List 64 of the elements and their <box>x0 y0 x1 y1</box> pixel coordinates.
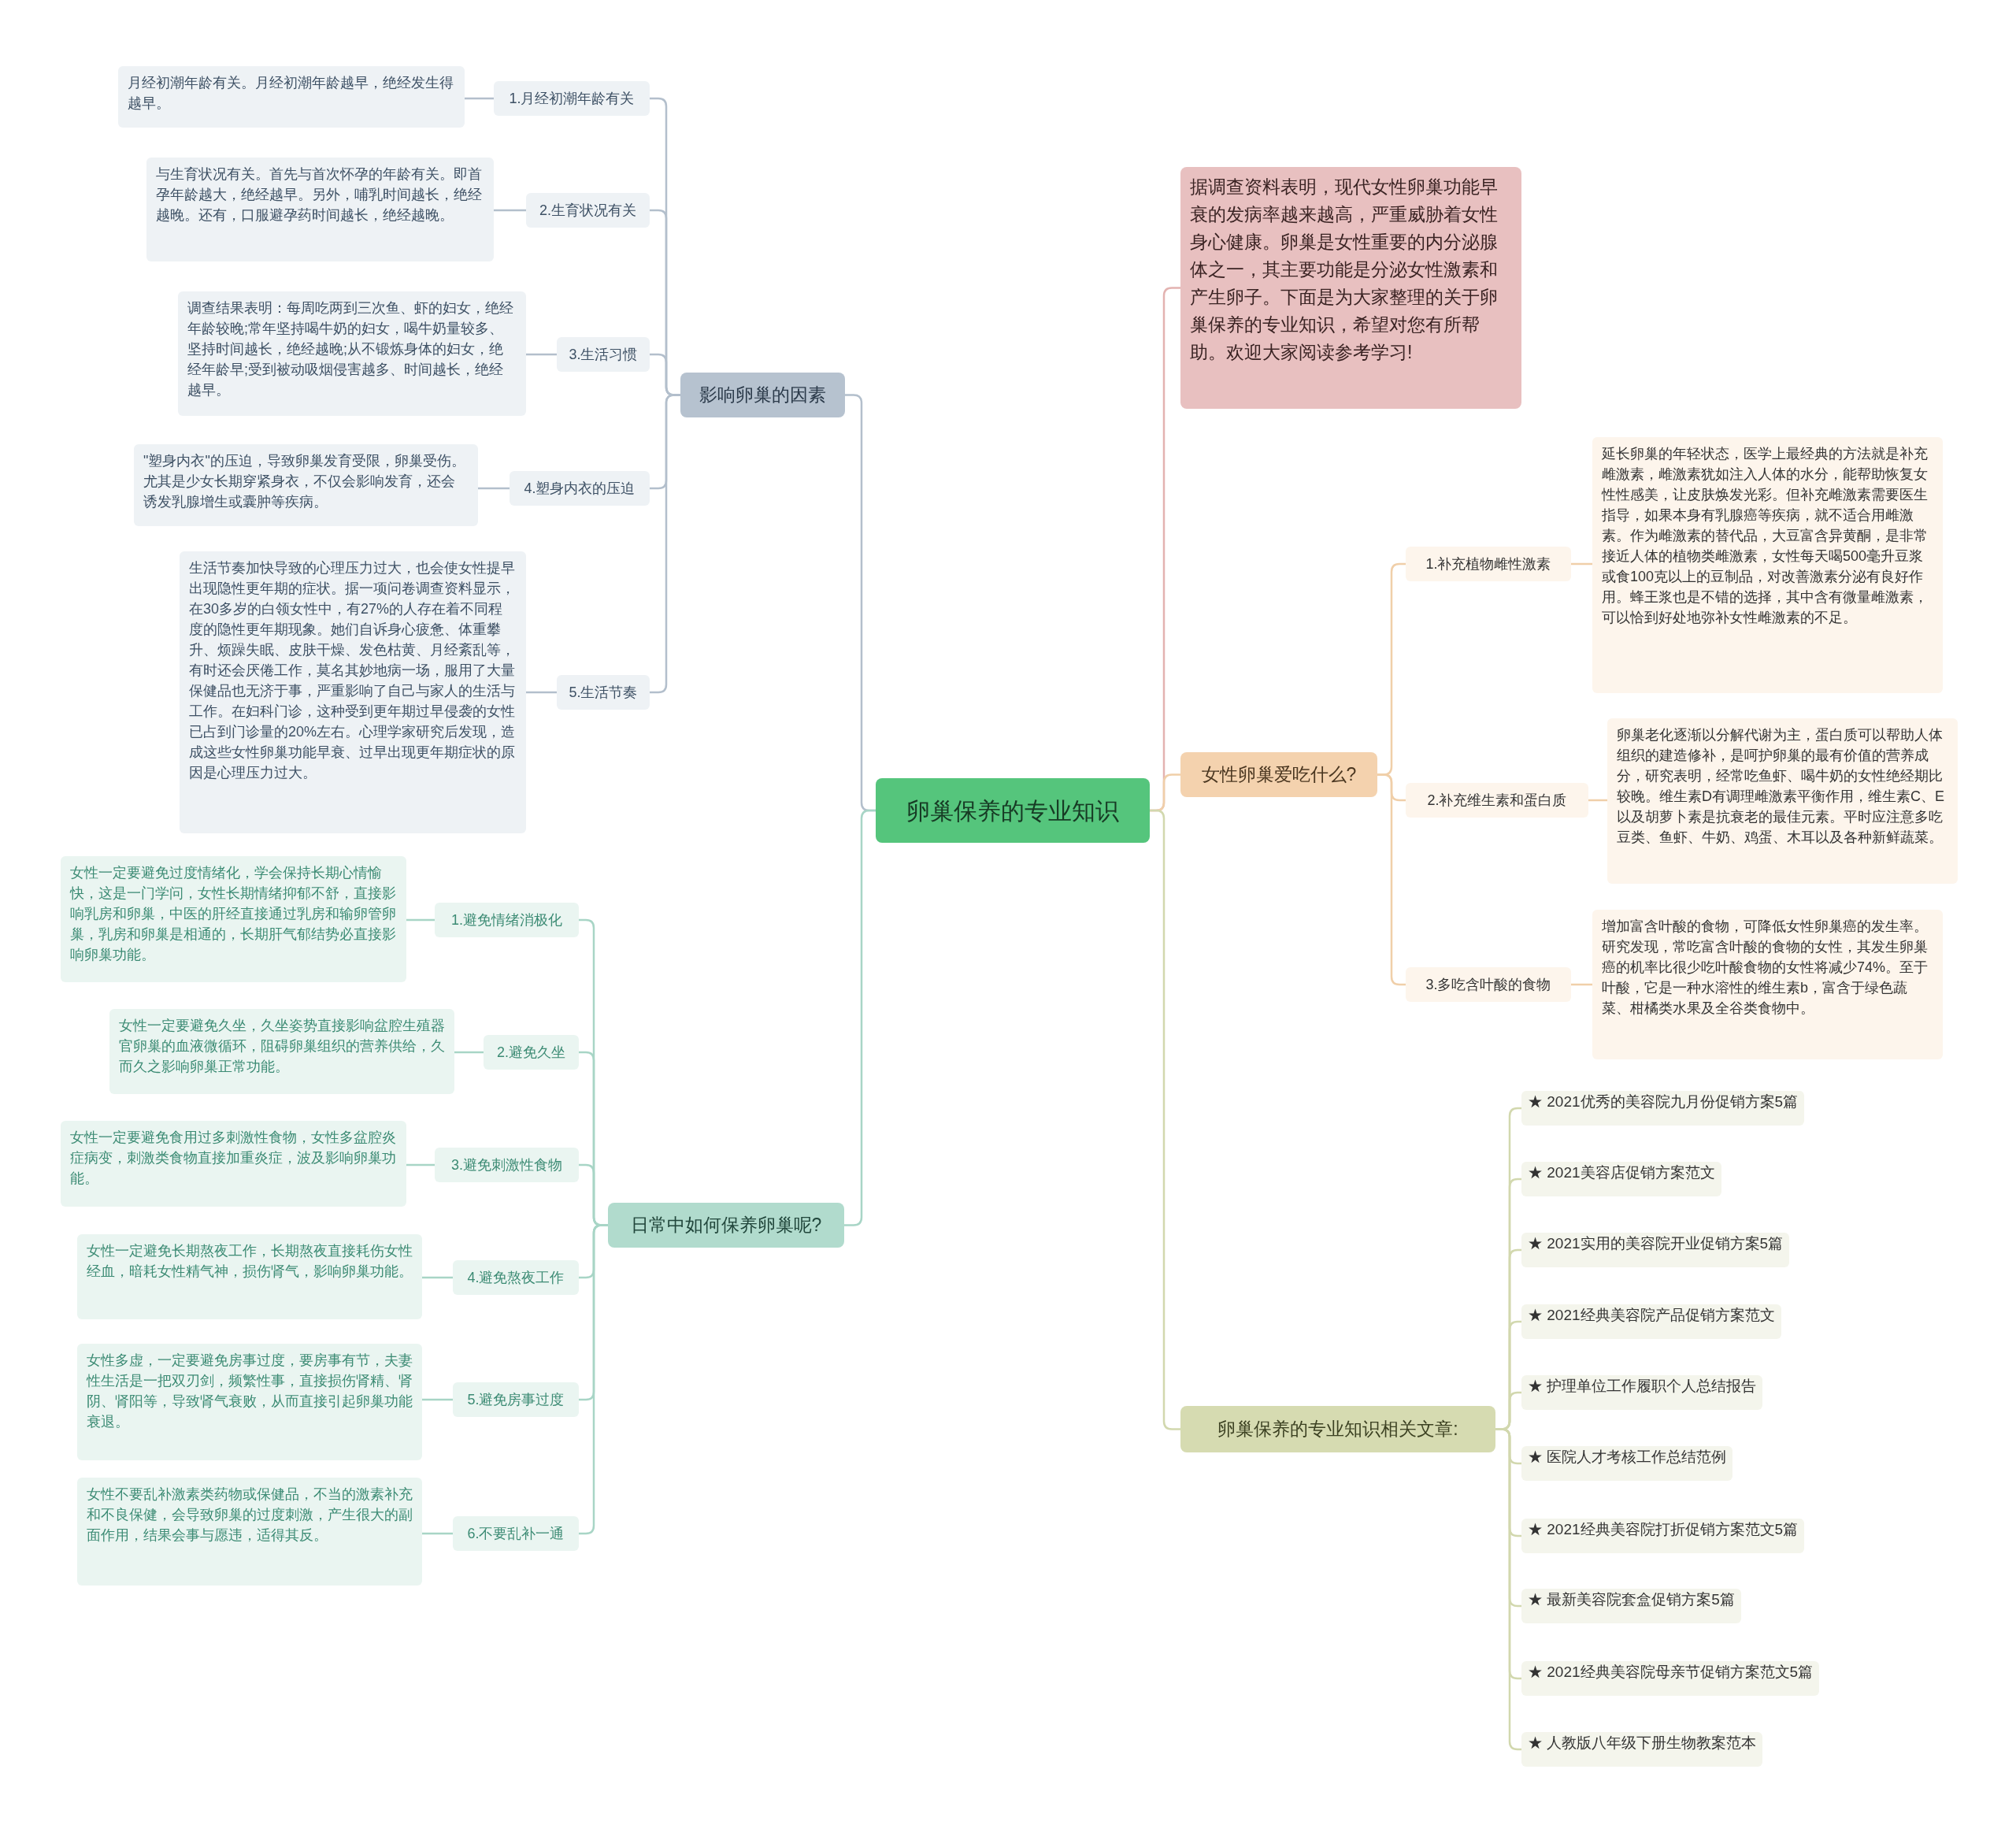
note-card: 与生育状况有关。首先与首次怀孕的年龄有关。即首孕年龄越大，绝经越早。另外，哺乳时间越长，绝经越晚。还有，口服避孕药时间越长，绝经越晚。 <box>146 158 494 261</box>
subtopic-label: 2.补充维生素和蛋白质 <box>1406 783 1588 818</box>
connector-line <box>844 809 876 1226</box>
note-card: 女性不要乱补激素类药物或保健品，不当的激素补充和不良保健，会导致卵巢的过度刺激，产生很大的副面作用，结果会事与愿违，适得其反。 <box>77 1478 422 1586</box>
subtopic-label: 4.避免熬夜工作 <box>453 1260 579 1295</box>
article-link-item: ★ 2021经典美容院母亲节促销方案范文5篇 <box>1521 1661 1820 1696</box>
article-link-item: ★ 2021经典美容院产品促销方案范文 <box>1521 1304 1781 1339</box>
subtopic-label: 5.生活节奏 <box>557 675 650 710</box>
note-card: 月经初潮年龄有关。月经初潮年龄越早，绝经发生得越早。 <box>118 66 465 128</box>
subtopic-label: 3.多吃含叶酸的食物 <box>1406 967 1571 1002</box>
article-link-item: ★ 2021经典美容院打折促销方案范文5篇 <box>1521 1519 1805 1553</box>
connector-line <box>465 97 494 100</box>
intro-card: 据调查资料表明，现代女性卵巢功能早衰的发病率越来越高，严重威胁着女性身心健康。卵巢是女性重要的内分泌腺体之一，其主要功能是分泌女性激素和产生卵子。下面是为大家整理的关于卵巢保养的专业知识，希望对您有所帮助。欢迎大家阅读参考学习! <box>1180 167 1521 409</box>
subtopic-label: 6.不要乱补一通 <box>453 1516 579 1551</box>
note-card: 延长卵巢的年轻状态，医学上最经典的方法就是补充雌激素，雌激素犹如注入人体的水分，能帮助恢复女性性感美，让皮肤焕发光彩。但补充雌激素需要医生指导，如果本身有乳腺癌等疾病，就不适合用雌激素。作为雌激素的替代品，大豆富含异黄酮，是非常接近人体的植物类雌激素，女性每天喝500毫升豆浆或食100克以上的豆制品，对改善激素分泌有良好作用。蜂王浆也是不错的选择，其中含有微量雌激素，可以恰到好处地弥补女性雌激素的不足。 <box>1592 437 1943 693</box>
article-link-item: ★ 2021实用的美容院开业促销方案5篇 <box>1521 1233 1790 1267</box>
connector-line <box>1495 1428 1521 1751</box>
note-card: 女性一定要避免食用过多刺激性食物，女性多盆腔炎症病变，刺激类食物直接加重炎症，波及影响卵巢功能。 <box>61 1121 406 1207</box>
note-card: 女性一定避免长期熬夜工作，长期熬夜直接耗伤女性经血，暗耗女性精气神，损伤肾气，影响卵巢功能。 <box>77 1234 422 1319</box>
subtopic-label: 4.塑身内衣的压迫 <box>510 471 650 506</box>
subtopic-label: 3.生活习惯 <box>557 337 650 372</box>
note-card: 女性多虚，一定要避免房事过度，要房事有节，夫妻性生活是一把双刃剑，频繁性事，直接损伤肾精、肾阴、肾阳等，导致肾气衰败，从而直接引起卵巢功能衰退。 <box>77 1344 422 1460</box>
note-card: "塑身内衣"的压迫，导致卵巢发育受限，卵巢受伤。尤其是少女长期穿紧身衣，不仅会影响发育，还会诱发乳腺增生或囊肿等疾病。 <box>134 444 478 526</box>
article-link-item: ★ 医院人才考核工作总结范例 <box>1521 1446 1733 1481</box>
connector-line <box>1150 809 1180 1430</box>
article-link-item: ★ 2021美容店促销方案范文 <box>1521 1162 1721 1196</box>
subtopic-label: 2.避免久坐 <box>484 1035 579 1070</box>
central-topic: 卵巢保养的专业知识 <box>876 778 1150 843</box>
connector-line <box>526 691 557 694</box>
note-card: 调查结果表明：每周吃两到三次鱼、虾的妇女，绝经年龄较晚;常年坚持喝牛奶的妇女，喝牛奶量较多、坚持时间越长，绝经越晚;从不锻炼身体的妇女，绝经年龄早;受到被动吸烟侵害越多、时间越长，绝经越早。 <box>178 291 526 416</box>
branch-topic: 日常中如何保养卵巢呢? <box>608 1203 844 1248</box>
note-card: 生活节奏加快导致的心理压力过大，也会使女性提早出现隐性更年期的症状。据一项问卷调查资料显示，在30多岁的白领女性中，有27%的人存在着不同程度的隐性更年期现象。她们自诉身心疲惫、体重攀升、烦躁失眠、皮肤干燥、发色枯黄、月经紊乱等，有时还会厌倦工作，莫名其妙地病一场，服用了大量保健品也无济于事，严重影响了自己与家人的生活与工作。在妇科门诊，这种受到更年期过早侵袭的女性已占到门诊量的20%左右。心理学家研究后发现，造成这些女性卵巢功能早衰、过早出现更年期症状的原因是心理压力过大。 <box>180 551 526 833</box>
subtopic-label: 1.避免情绪消极化 <box>435 903 579 937</box>
connector-line <box>422 1276 453 1279</box>
subtopic-label: 3.避免刺激性食物 <box>435 1148 579 1182</box>
subtopic-label: 1.补充植物雌性激素 <box>1406 547 1571 581</box>
note-card: 女性一定要避免久坐，久坐姿势直接影响盆腔生殖器官卵巢的血液微循环，阻碍卵巢组织的营养供给，久而久之影响卵巢正常功能。 <box>109 1009 454 1094</box>
note-card: 卵巢老化逐渐以分解代谢为主，蛋白质可以帮助人体组织的建造修补，是呵护卵巢的最有价值的营养成分，研究表明，经常吃鱼虾、喝牛奶的女性绝经期比较晚。维生素D有调理雌激素平衡作用，维生素C、E以及胡萝卜素是抗衰老的最佳元素。平时应注意多吃豆类、鱼虾、牛奶、鸡蛋、木耳以及各种新鲜蔬菜。 <box>1607 718 1958 884</box>
connector-line <box>1571 562 1592 566</box>
subtopic-label: 2.生育状况有关 <box>526 193 650 228</box>
connector-line <box>478 487 510 490</box>
connector-line <box>1571 983 1592 986</box>
connector-line <box>650 394 680 694</box>
article-link-item: ★ 人教版八年级下册生物教案范本 <box>1521 1732 1763 1767</box>
connector-line <box>406 918 435 922</box>
connector-line <box>579 1224 608 1535</box>
note-card: 增加富含叶酸的食物，可降低女性卵巢癌的发生率。研究发现，常吃富含叶酸的食物的女性，其发生卵巢癌的机率比很少吃叶酸食物的女性将减少74%。至于叶酸，它是一种水溶性的维生素b，富含于绿色蔬菜、柑橘类水果及全谷类食物中。 <box>1592 910 1943 1059</box>
subtopic-label: 1.月经初潮年龄有关 <box>494 81 650 116</box>
connector-line <box>1377 773 1406 986</box>
article-link-item: ★ 2021优秀的美容院九月份促销方案5篇 <box>1521 1091 1805 1126</box>
connector-line <box>422 1532 453 1535</box>
connector-line <box>494 209 526 212</box>
connector-line <box>526 353 557 356</box>
subtopic-label: 5.避免房事过度 <box>453 1382 579 1417</box>
branch-topic: 影响卵巢的因素 <box>680 373 845 417</box>
connector-line <box>406 1163 435 1167</box>
connector-line <box>422 1398 453 1401</box>
article-link-item: ★ 护理单位工作履职个人总结报告 <box>1521 1375 1763 1410</box>
branch-topic: 卵巢保养的专业知识相关文章: <box>1180 1406 1495 1452</box>
branch-topic: 女性卵巢爱吃什么? <box>1180 752 1377 797</box>
connector-line <box>454 1051 484 1054</box>
note-card: 女性一定要避免过度情绪化，学会保持长期心情愉快，这是一门学问，女性长期情绪抑郁不舒，直接影响乳房和卵巢，中医的肝经直接通过乳房和输卵管卵巢，乳房和卵巢是相通的，长期肝气郁结势必直接影响卵巢功能。 <box>61 856 406 982</box>
article-link-item: ★ 最新美容院套盒促销方案5篇 <box>1521 1589 1741 1623</box>
connector-line <box>1588 799 1607 802</box>
